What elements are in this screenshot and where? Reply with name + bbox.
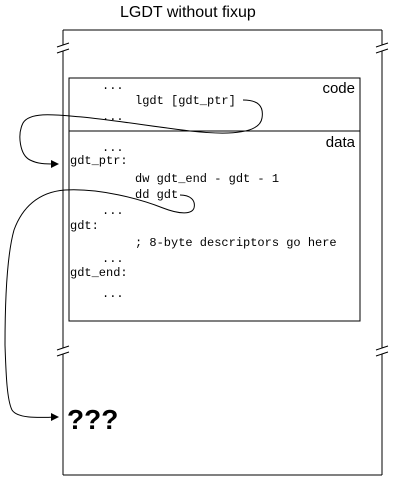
program-block: code ... lgdt [gdt_ptr] ... data ... gdt… [68, 77, 361, 322]
break-mark [375, 345, 389, 357]
data-line: dw gdt_end - gdt - 1 [135, 172, 279, 186]
code-line: ... [102, 79, 124, 93]
data-line: gdt_ptr: [70, 154, 128, 168]
data-line: ... [102, 287, 124, 301]
arrowhead [51, 413, 59, 421]
diagram-title: LGDT without fixup [120, 4, 256, 21]
break-mark [56, 345, 70, 357]
code-line: ... [102, 110, 124, 124]
data-line: gdt: [70, 219, 99, 233]
data-line: ... [102, 141, 124, 155]
pointer-arrow-unknown [4, 189, 195, 421]
data-line: gdt_end: [70, 266, 128, 280]
code-line: lgdt [gdt_ptr] [135, 94, 236, 108]
pointer-curve [19, 99, 263, 165]
unknown-target-label: ??? [67, 404, 118, 435]
data-line: ... [102, 252, 124, 266]
pointer-curve [4, 189, 195, 418]
break-mark [56, 42, 70, 54]
pointer-arrow-gdt-ptr [19, 99, 263, 168]
code-section-label: code [322, 80, 355, 97]
data-line: ; 8-byte descriptors go here [135, 236, 337, 250]
memory-column [56, 29, 389, 476]
data-line: dd gdt [135, 188, 178, 202]
program-block-outline [68, 77, 361, 322]
data-line: ... [102, 204, 124, 218]
data-section-label: data [326, 134, 356, 151]
arrowhead [51, 160, 59, 168]
break-mark [375, 42, 389, 54]
